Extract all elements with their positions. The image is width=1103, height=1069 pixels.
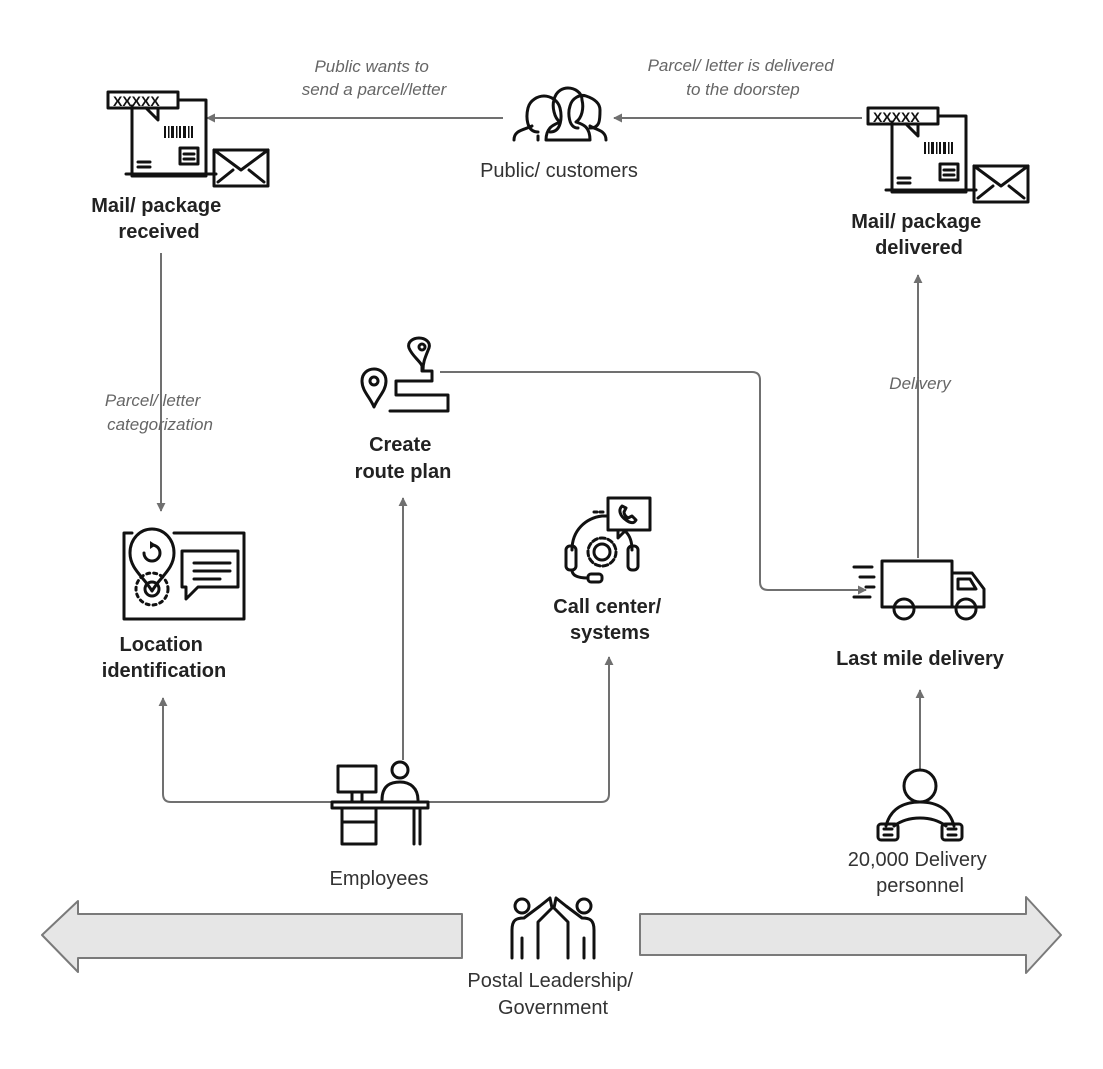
edge-label-public-to-received: Public wants to send a parcel/letter [302, 57, 448, 99]
left-banner-arrow [41, 900, 463, 973]
arrow-employees-to-location [158, 697, 332, 803]
mail-package-icon: XXXXX [866, 106, 1030, 204]
connectors [156, 113, 925, 803]
handshake-icon [510, 896, 596, 960]
arrow-employees-to-callcenter [428, 656, 614, 803]
route-map-icon [360, 336, 450, 413]
driver-icon [876, 768, 964, 842]
node-label-location: Location identification [102, 634, 226, 682]
edge-label-delivery: Delivery [889, 374, 952, 393]
edge-label-categorization: Parcel/ letter categorization [105, 391, 213, 434]
mail-package-icon: XXXXX [106, 90, 270, 188]
headset-icon [564, 496, 652, 584]
node-label-mail-delivered: Mail/ package delivered [851, 211, 987, 259]
node-label-employees: Employees [330, 868, 429, 890]
node-label-call-center: Call center/ systems [553, 596, 666, 644]
arrow-route-to-truck [440, 371, 867, 595]
node-label-mail-received: Mail/ package received [91, 195, 227, 243]
node-label-route-plan: Create route plan [355, 434, 452, 483]
edge-label-delivered-to-public: Parcel/ letter is delivered to the doors… [648, 56, 839, 99]
node-label-public: Public/ customers [480, 160, 638, 182]
right-banner-arrow [639, 896, 1062, 974]
truck-icon [852, 559, 986, 621]
node-label-last-mile: Last mile delivery [836, 648, 1005, 670]
node-label-delivery-personnel: 20,000 Delivery personnel [848, 849, 993, 897]
location-pin-icon [122, 527, 246, 621]
svg-text:XXXXX: XXXXX [873, 109, 920, 125]
people-icon [512, 86, 608, 142]
node-label-leadership: Postal Leadership/ Government [467, 970, 638, 1019]
office-worker-icon [330, 760, 430, 846]
svg-text:XXXXX: XXXXX [113, 93, 160, 109]
